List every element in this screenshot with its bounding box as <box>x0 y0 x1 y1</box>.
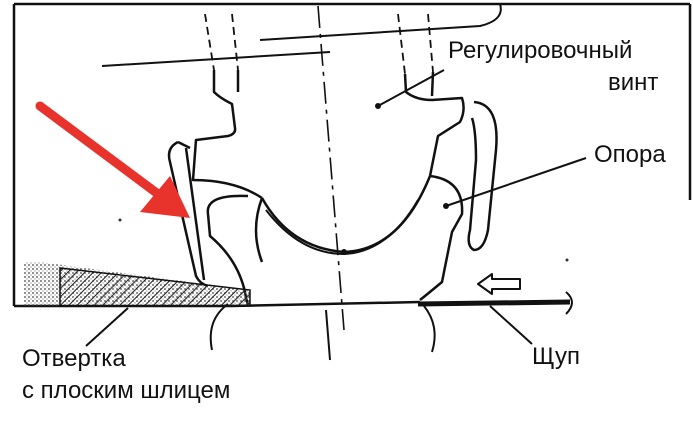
screw-hidden-lines <box>204 13 434 75</box>
centerline <box>317 5 345 331</box>
leader-dots <box>341 103 449 255</box>
label-adjusting-screw-2: винт <box>608 69 659 96</box>
outline-left-arrow-icon <box>477 273 521 295</box>
label-screwdriver-1: Отвертка <box>22 345 126 372</box>
screwdriver-blade <box>24 262 251 307</box>
valve-stems <box>209 303 436 361</box>
label-support: Опора <box>594 141 666 168</box>
support-cup <box>206 174 464 307</box>
red-arrow-icon <box>35 101 190 218</box>
ball-arc <box>265 199 419 256</box>
label-screwdriver-2: с плоским шлицем <box>22 377 231 404</box>
feeler-gauge <box>417 291 573 315</box>
leader-lines <box>85 69 587 347</box>
base-line <box>231 300 421 308</box>
specks <box>118 218 569 262</box>
right-clip <box>467 100 498 252</box>
rocker-arm <box>101 3 502 67</box>
label-adjusting-screw-1: Регулировочный <box>448 37 633 64</box>
label-feeler-gauge: Щуп <box>532 343 581 370</box>
